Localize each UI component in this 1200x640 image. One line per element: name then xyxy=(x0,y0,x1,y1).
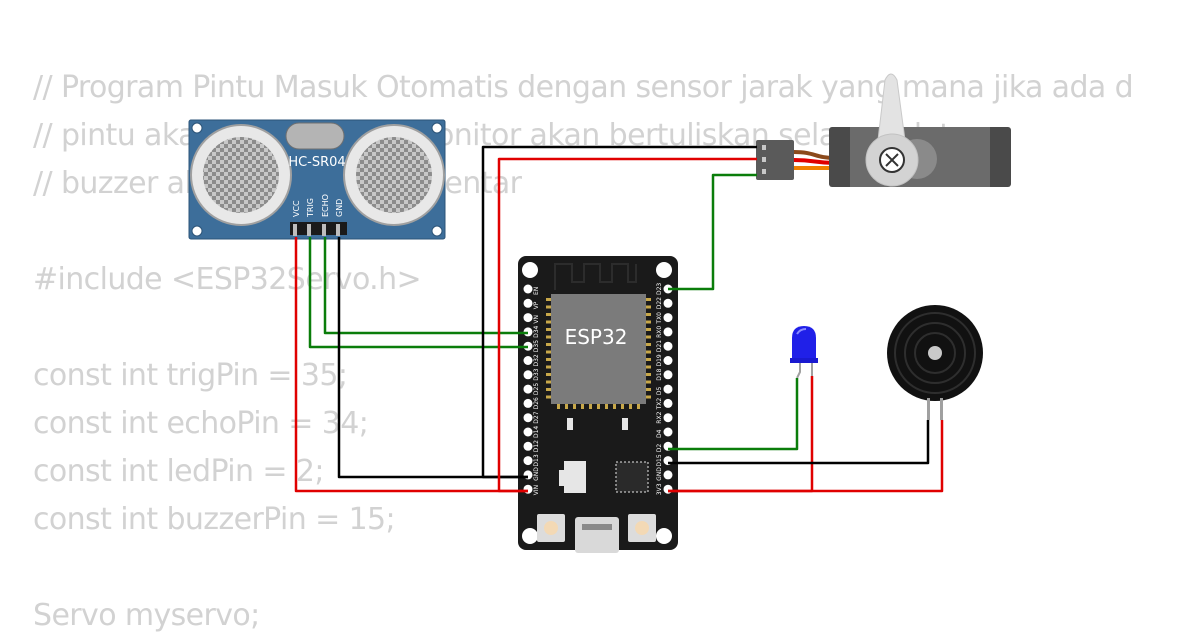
esp32-pin-label: D13 xyxy=(533,454,540,466)
wire-led-anode[interactable] xyxy=(668,378,799,451)
esp32-pin-hole[interactable] xyxy=(663,370,673,380)
esp32-pin-hole[interactable] xyxy=(523,413,533,423)
esp32-pin-hole[interactable] xyxy=(663,470,673,480)
esp32-pin-hole[interactable] xyxy=(523,427,533,437)
wire-sensor-vcc[interactable] xyxy=(294,237,528,493)
esp32-pin-hole[interactable] xyxy=(523,484,533,494)
wire-led-cathode[interactable] xyxy=(668,376,814,493)
esp32-pin-label: D14 xyxy=(533,426,540,438)
esp32-pin-label: GND xyxy=(533,467,540,481)
esp32-pin-label: TX2 xyxy=(656,398,663,411)
esp32-pin-label: D32 xyxy=(533,354,540,366)
wire-sensor-gnd[interactable] xyxy=(337,237,528,479)
esp32-pin-hole[interactable] xyxy=(523,313,533,323)
esp32-pin-label: D35 xyxy=(533,340,540,352)
esp32-pin-hole[interactable] xyxy=(663,384,673,394)
esp32-pin-label: TX0 xyxy=(656,312,663,325)
wire-sensor-echo[interactable] xyxy=(323,237,528,335)
esp32-pin-label: D21 xyxy=(656,340,663,352)
esp32-pin-hole[interactable] xyxy=(523,356,533,365)
wire-servo-gnd[interactable] xyxy=(481,145,757,479)
code-line: const int buzzerPin = 15; xyxy=(33,502,396,537)
esp32-pin-label: D5 xyxy=(656,386,663,395)
sensor-pin-gnd: GND xyxy=(335,199,344,217)
esp32-pin-hole[interactable] xyxy=(663,298,673,308)
esp32-pin-label: D19 xyxy=(656,354,663,366)
sensor-pin-echo: ECHO xyxy=(321,194,330,217)
esp32-pin-hole[interactable] xyxy=(523,441,533,451)
ultrasonic-sensor[interactable]: HC-SR04 VCC TRIG ECHO GND xyxy=(188,119,446,240)
esp32-pin-hole[interactable] xyxy=(663,313,673,323)
esp32-pin-label: RX2 xyxy=(656,411,663,423)
wire-sensor-trig[interactable] xyxy=(308,237,528,349)
code-line: const int ledPin = 2; xyxy=(33,454,324,489)
esp32-pin-label: D34 xyxy=(533,325,540,337)
esp32-pin-label: D12 xyxy=(533,440,540,452)
wire-buzzer-signal[interactable] xyxy=(668,420,930,465)
code-line: // Program Pintu Masuk Otomatis dengan s… xyxy=(33,70,1134,105)
esp32-pin-hole[interactable] xyxy=(523,456,533,466)
wire-buzzer-gnd[interactable] xyxy=(668,420,944,493)
esp32-board[interactable]: ESP32 ENVPVND34D35D32D33D25D26D27D14D12D… xyxy=(518,256,678,553)
esp32-pin-hole[interactable] xyxy=(663,413,673,423)
sensor-pin-trig: TRIG xyxy=(306,198,315,218)
esp32-module-pads xyxy=(546,298,651,409)
buzzer[interactable] xyxy=(887,305,983,420)
servo-motor[interactable] xyxy=(756,73,1011,187)
esp32-pin-hole[interactable] xyxy=(523,284,533,294)
esp32-pin-label: D27 xyxy=(533,411,540,423)
esp32-pin-hole[interactable] xyxy=(663,398,673,408)
esp32-pin-label: D23 xyxy=(656,283,663,295)
esp32-pin-hole[interactable] xyxy=(523,384,533,394)
esp32-pin-label: RX0 xyxy=(656,326,663,338)
wire-servo-signal[interactable] xyxy=(668,173,757,291)
esp32-pin-label: EN xyxy=(533,287,540,295)
esp32-pin-hole[interactable] xyxy=(523,298,533,308)
wire-servo-vcc[interactable] xyxy=(497,157,757,493)
esp32-pin-label: D18 xyxy=(656,368,663,380)
esp32-pin-label: VIN xyxy=(533,485,540,495)
esp32-pin-label: D26 xyxy=(533,397,540,409)
esp32-pin-label: VP xyxy=(533,301,540,309)
esp32-pin-label: D15 xyxy=(656,454,663,466)
esp32-pin-label: D25 xyxy=(533,383,540,395)
esp32-pin-hole[interactable] xyxy=(663,327,673,337)
esp32-pin-hole[interactable] xyxy=(523,398,533,408)
code-line: Servo myservo; xyxy=(33,598,260,633)
esp32-pin-hole[interactable] xyxy=(663,484,673,494)
esp32-pin-label: 3V3 xyxy=(656,483,663,495)
esp32-pin-hole[interactable] xyxy=(663,341,673,351)
esp32-pin-hole[interactable] xyxy=(663,427,673,437)
esp32-pin-label: D2 xyxy=(656,444,663,453)
sensor-model-label: HC-SR04 xyxy=(288,155,345,170)
code-line: const int trigPin = 35; xyxy=(33,358,348,393)
esp32-pin-label: D4 xyxy=(656,429,663,438)
esp32-pin-label: D33 xyxy=(533,368,540,380)
esp32-pin-label: GND xyxy=(656,467,663,481)
esp32-pin-hole[interactable] xyxy=(663,356,673,365)
sensor-pin-vcc: VCC xyxy=(292,200,301,217)
esp32-pin-label: VN xyxy=(533,315,540,324)
code-line: const int echoPin = 34; xyxy=(33,406,369,441)
wiring xyxy=(294,145,944,493)
esp32-label: ESP32 xyxy=(565,325,628,349)
esp32-pin-hole[interactable] xyxy=(523,370,533,380)
esp32-pin-label: D22 xyxy=(656,297,663,309)
blue-led[interactable] xyxy=(790,326,818,379)
